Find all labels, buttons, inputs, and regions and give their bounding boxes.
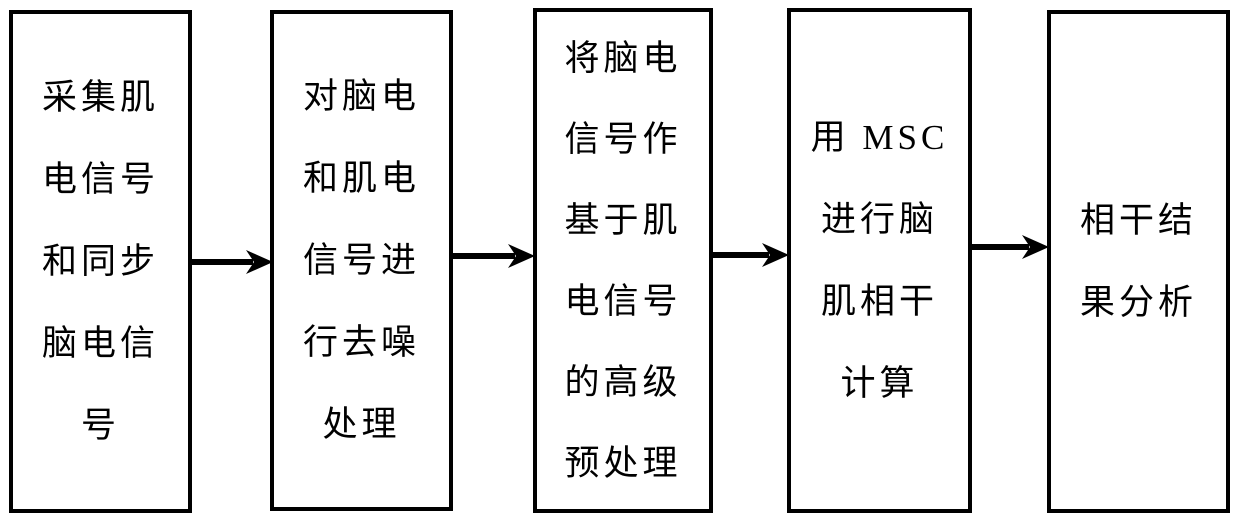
connector-arrow-1 <box>189 250 273 274</box>
arrow-head-icon <box>246 250 273 274</box>
flow-step-1-line: 号 <box>80 405 120 445</box>
flow-step-3-line: 电信号 <box>564 281 682 321</box>
flow-step-3-line: 预处理 <box>564 443 682 483</box>
connector-arrow-4 <box>970 235 1049 259</box>
flow-step-5-line: 果分析 <box>1079 282 1197 322</box>
flow-step-2-line: 和肌电 <box>302 158 420 198</box>
flow-step-2-line: 对脑电 <box>302 76 420 116</box>
arrow-head-icon <box>762 243 789 267</box>
flow-step-5-line: 相干结 <box>1079 200 1197 240</box>
flow-step-3-text: 将脑电 信号作 基于肌 电信号 的高级 预处理 <box>564 18 681 504</box>
flow-step-2-line: 处理 <box>322 404 401 444</box>
flow-step-3-line: 信号作 <box>564 119 682 159</box>
flow-step-3-line: 基于肌 <box>564 200 682 240</box>
arrow-head-icon <box>1022 235 1049 259</box>
flow-step-1-line: 和同步 <box>41 241 159 281</box>
flow-step-1: 采集肌 电信号 和同步 脑电信 号 <box>9 10 192 513</box>
flow-step-2: 对脑电 和肌电 信号进 行去噪 处理 <box>270 10 453 511</box>
flow-step-3-line: 的高级 <box>564 362 682 402</box>
flow-step-4: 用 MSC 进行脑 肌相干 计算 <box>787 8 972 513</box>
flow-step-3-line: 将脑电 <box>564 38 682 78</box>
flow-step-1-line: 脑电信 <box>41 323 159 363</box>
flow-step-4-line: 肌相干 <box>820 281 938 321</box>
flow-step-2-line: 行去噪 <box>302 322 420 362</box>
flow-step-4-text: 用 MSC 进行脑 肌相干 计算 <box>811 97 949 425</box>
flow-step-2-text: 对脑电 和肌电 信号进 行去噪 处理 <box>303 56 420 466</box>
flow-step-3: 将脑电 信号作 基于肌 电信号 的高级 预处理 <box>533 8 713 513</box>
flow-step-4-line: 进行脑 <box>820 199 938 239</box>
flow-step-4-line: 计算 <box>840 363 919 403</box>
arrow-head-icon <box>508 244 535 268</box>
flow-step-1-line: 电信号 <box>41 159 159 199</box>
flow-step-5-text: 相干结 果分析 <box>1080 180 1197 344</box>
connector-arrow-3 <box>711 243 789 267</box>
flow-step-4-line: 用 MSC <box>810 117 949 157</box>
flow-step-5: 相干结 果分析 <box>1047 10 1230 513</box>
flow-step-1-line: 采集肌 <box>41 77 159 117</box>
connector-arrow-2 <box>451 244 535 268</box>
flow-step-2-line: 信号进 <box>302 240 420 280</box>
flow-step-1-text: 采集肌 电信号 和同步 脑电信 号 <box>42 57 159 467</box>
